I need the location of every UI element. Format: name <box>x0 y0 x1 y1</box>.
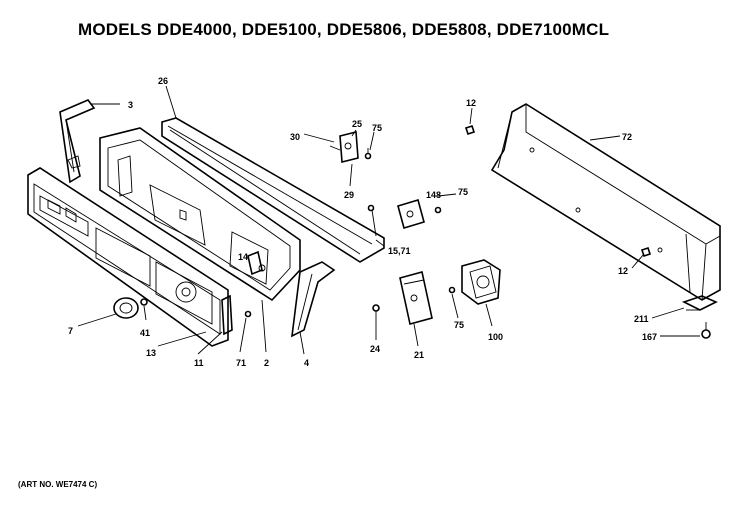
callout-75-b: 75 <box>458 187 468 197</box>
callout-167: 167 <box>642 332 657 342</box>
callout-29: 29 <box>344 190 354 200</box>
callout-30: 30 <box>290 132 300 142</box>
part-71-screw <box>244 310 252 318</box>
part-4-end-cap <box>291 261 336 338</box>
callout-26: 26 <box>158 76 168 86</box>
part-75-screw-a <box>364 148 372 160</box>
callout-12-upper: 12 <box>466 98 476 108</box>
callout-24: 24 <box>370 344 380 354</box>
art-number: (ART NO. WE7474 C) <box>18 480 98 489</box>
callout-211: 211 <box>634 314 649 324</box>
part-14-indicator <box>247 250 263 276</box>
part-25-29-switch-bracket <box>329 130 359 164</box>
callout-7: 7 <box>68 326 73 336</box>
page-title: MODELS DDE4000, DDE5100, DDE5806, DDE580… <box>78 20 610 39</box>
callout-15-71: 15,71 <box>388 246 411 256</box>
part-41-spring <box>140 298 148 306</box>
part-72-console-housing <box>490 103 721 301</box>
callout-11: 11 <box>194 358 204 368</box>
part-12-clip-lower <box>640 246 652 258</box>
callout-25: 25 <box>352 119 362 129</box>
callout-75-a: 75 <box>372 123 382 133</box>
part-21-mounting-plate <box>399 271 433 325</box>
callout-3: 3 <box>128 100 133 110</box>
part-24-screw <box>372 304 380 322</box>
part-75-screw-b <box>434 206 442 214</box>
part-3-end-cap <box>59 99 96 184</box>
part-100-timer <box>461 259 501 305</box>
callout-2: 2 <box>264 358 269 368</box>
part-211-bracket <box>681 295 718 311</box>
callout-13: 13 <box>146 348 156 358</box>
leader-lines <box>77 85 700 355</box>
callout-41: 41 <box>140 328 150 338</box>
callout-4: 4 <box>304 358 309 368</box>
part-15-71-screw <box>367 204 377 237</box>
callout-75-c: 75 <box>454 320 464 330</box>
callout-labels: 3 26 30 25 75 29 12 72 148 75 15,71 14 1… <box>68 76 657 368</box>
part-7-knob <box>113 297 139 319</box>
part-167-screw <box>701 322 711 339</box>
part-75-screw-c <box>448 286 456 294</box>
part-12-clip-upper <box>464 124 476 136</box>
callout-72: 72 <box>622 132 632 142</box>
callout-100: 100 <box>488 332 503 342</box>
callout-71: 71 <box>236 358 246 368</box>
part-13-control-panel <box>27 167 229 347</box>
part-148-switch <box>397 198 425 230</box>
part-11-light-assembly <box>221 294 233 336</box>
callout-14: 14 <box>238 252 248 262</box>
callout-148: 148 <box>426 190 441 200</box>
callout-12-lower: 12 <box>618 266 628 276</box>
part-2-control-frame <box>99 127 301 302</box>
callout-21: 21 <box>414 350 424 360</box>
